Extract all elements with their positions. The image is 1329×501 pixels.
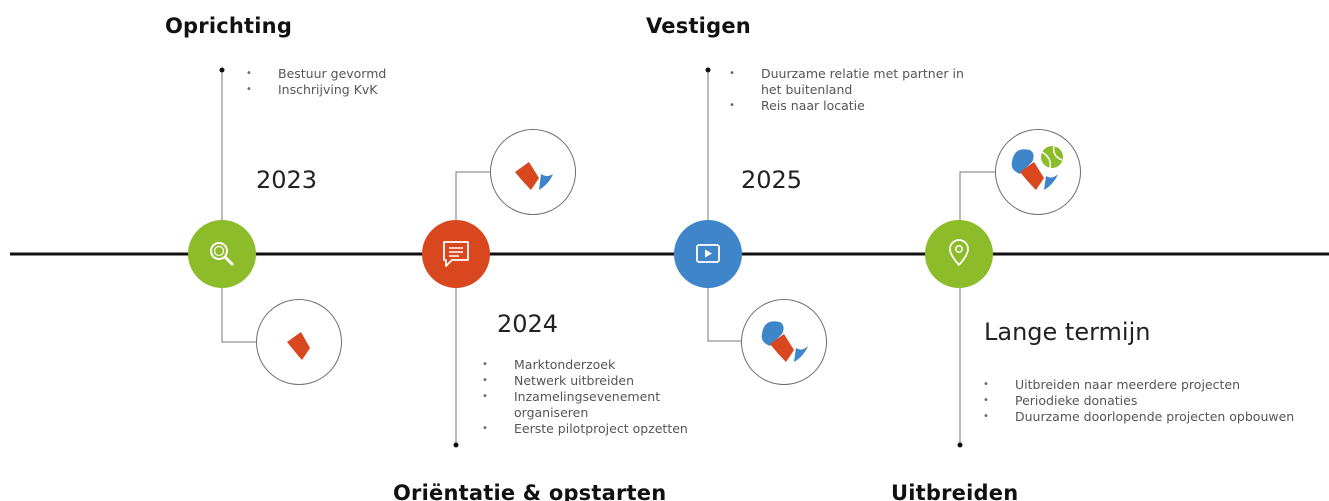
bullet-item: Duurzame doorlopende projecten opbouwen <box>983 409 1303 425</box>
connector-dot <box>957 442 963 448</box>
phase-title: Uitbreiden <box>891 481 1019 501</box>
bullet-list: Duurzame relatie met partner in het buit… <box>729 66 969 114</box>
illustration-badge <box>741 299 827 385</box>
milestone-node <box>188 220 256 288</box>
illustration-badge <box>995 129 1081 215</box>
year-label: 2023 <box>256 166 318 194</box>
heart-half-shape-icon <box>761 321 808 362</box>
connector-line <box>959 171 995 221</box>
bullet-item: Eerste pilotproject opzetten <box>482 421 697 437</box>
bullet-list: Bestuur gevormd Inschrijving KvK <box>246 66 446 98</box>
bullet-item: Bestuur gevormd <box>246 66 446 82</box>
milestone-node <box>422 220 490 288</box>
bullet-list: Marktonderzoek Netwerk uitbreiden Inzame… <box>482 357 697 437</box>
heart-with-ball-icon <box>1011 145 1063 190</box>
bullet-item: Inzamelingsevenement organiseren <box>482 389 697 421</box>
year-label: 2025 <box>741 166 803 194</box>
bullet-item: Duurzame relatie met partner in het buit… <box>729 66 969 98</box>
bullet-item: Reis naar locatie <box>729 98 969 114</box>
phase-title: Oprichting <box>165 14 293 38</box>
connector-dot <box>219 67 225 73</box>
connector-line <box>707 288 741 342</box>
connector-line <box>455 171 490 221</box>
chat-bubble-icon <box>443 241 469 267</box>
connector-dot <box>705 67 711 73</box>
phase-title: Vestigen <box>646 14 751 38</box>
bullet-list: Uitbreiden naar meerdere projecten Perio… <box>983 377 1303 425</box>
year-label: Lange termijn <box>984 318 1151 346</box>
illustration-badge <box>256 299 342 385</box>
bullet-item: Netwerk uitbreiden <box>482 373 697 389</box>
bullet-item: Marktonderzoek <box>482 357 697 373</box>
milestone-node <box>925 220 993 288</box>
red-flag-shape-icon <box>287 332 310 360</box>
year-label: 2024 <box>497 310 559 338</box>
illustration-badge <box>490 129 576 215</box>
search-icon <box>210 242 234 266</box>
location-pin-icon <box>949 239 969 266</box>
red-blue-flag-shape-icon <box>515 162 553 190</box>
connector-line <box>221 288 256 343</box>
phase-title: Oriëntatie & opstarten <box>393 481 667 501</box>
play-video-icon <box>696 244 720 263</box>
milestone-node <box>674 220 742 288</box>
bullet-item: Inschrijving KvK <box>246 82 446 98</box>
connector-dot <box>453 442 459 448</box>
bullet-item: Periodieke donaties <box>983 393 1303 409</box>
bullet-item: Uitbreiden naar meerdere projecten <box>983 377 1303 393</box>
